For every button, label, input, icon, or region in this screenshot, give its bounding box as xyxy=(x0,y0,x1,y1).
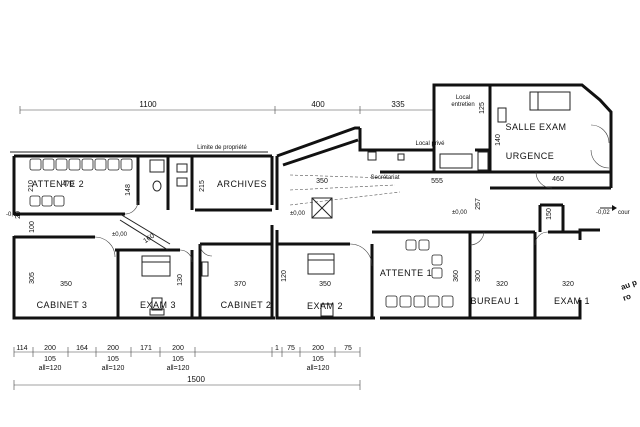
dimension-140: 140 xyxy=(495,134,502,146)
dimension-320-b: 320 xyxy=(562,281,574,288)
room-label-attente-2: ATTENTE 2 xyxy=(32,179,84,189)
dimension-300: 300 xyxy=(475,270,482,282)
dimension-370: 370 xyxy=(234,281,246,288)
dimension-350-mid: 350 xyxy=(316,178,328,185)
dimension-360: 360 xyxy=(453,270,460,282)
dimension-100: 100 xyxy=(29,221,36,233)
room-label-urgence: URGENCE xyxy=(506,151,555,161)
dimension-215: 215 xyxy=(199,180,206,192)
bottom-dim-171: 171 xyxy=(140,345,152,352)
room-label-exam-3: EXAM 3 xyxy=(140,300,176,310)
bottom-dim-164: 164 xyxy=(76,345,88,352)
dimension-350-left: 350 xyxy=(60,281,72,288)
room-label-secretariat: Secrétariat xyxy=(370,175,399,181)
room-label-exam-1: EXAM 1 xyxy=(554,296,590,306)
dimension-130: 130 xyxy=(177,274,184,286)
dimension-120: 120 xyxy=(281,270,288,282)
bottom-sub-105-d: 105 xyxy=(312,356,324,363)
left-building-details: 470 350 370 210 100 305 215 148 160 130 … xyxy=(15,158,246,316)
room-label-entretien: entretien xyxy=(451,102,474,108)
level-mid: ±0,00 xyxy=(452,210,468,216)
bottom-dim-200-d: 200 xyxy=(312,345,324,352)
room-label-local-prive: Local privé xyxy=(415,141,445,147)
left-building-walls xyxy=(12,154,275,320)
bottom-all-120-a: all=120 xyxy=(39,365,62,372)
room-label-archives: ARCHIVES xyxy=(217,179,267,189)
bottom-dim-114: 114 xyxy=(16,345,27,352)
bottom-all-120-c: all=120 xyxy=(167,365,190,372)
room-label-attente-1: ATTENTE 1 xyxy=(380,268,432,278)
dimension-350-right: 350 xyxy=(319,281,331,288)
bottom-sub-105-a: 105 xyxy=(44,356,56,363)
bottom-dim-200-a: 200 xyxy=(44,345,56,352)
bottom-sub-105-c: 105 xyxy=(172,356,184,363)
bottom-dim-200-b: 200 xyxy=(107,345,119,352)
bottom-all-120-b: all=120 xyxy=(102,365,125,372)
right-building-labels: SALLE EXAM URGENCE Local privé Local ent… xyxy=(290,95,638,311)
bottom-dim-75-a: 75 xyxy=(287,345,295,352)
bottom-dimension-chain: 114 200 164 200 171 200 1 75 200 75 105 … xyxy=(13,345,361,390)
level-ramp: ±0,00 xyxy=(290,211,306,217)
dimension-305: 305 xyxy=(29,272,36,284)
bottom-dim-200-c: 200 xyxy=(172,345,184,352)
property-limit-label: Limite de propriété xyxy=(197,145,247,151)
room-label-cabinet-2: CABINET 2 xyxy=(221,300,272,310)
side-note-cour: cour xyxy=(618,210,630,216)
dimension-257: 257 xyxy=(475,198,482,210)
room-label-exam-2: EXAM 2 xyxy=(307,301,343,311)
bottom-dim-75-b: 75 xyxy=(344,345,352,352)
bottom-dim-1: 1 xyxy=(275,345,279,352)
top-dimension-lines: 1100 400 335 xyxy=(19,100,434,114)
dimension-125: 125 xyxy=(479,102,486,114)
dimension-555: 555 xyxy=(431,178,443,185)
room-label-bureau-1: BUREAU 1 xyxy=(470,296,519,306)
dimension-148: 148 xyxy=(125,184,132,196)
right-building-details: 350 555 460 350 320 320 360 300 257 150 … xyxy=(281,91,617,317)
bottom-sub-105-b: 105 xyxy=(107,356,119,363)
room-label-cabinet-3: CABINET 3 xyxy=(37,300,88,310)
property-limit: Limite de propriété xyxy=(10,145,268,153)
edge-text-2: ro xyxy=(622,292,633,303)
level-left-b: ±0,00 xyxy=(112,232,128,238)
dimension-210: 210 xyxy=(28,180,35,192)
dimension-460: 460 xyxy=(552,176,564,183)
bottom-all-120-d: all=120 xyxy=(307,365,330,372)
dimension-470: 470 xyxy=(62,181,74,188)
bottom-dim-1500: 1500 xyxy=(187,375,205,384)
dimension-top-335: 335 xyxy=(391,100,405,109)
edge-text-1: au p xyxy=(620,278,639,292)
room-label-salle-exam: SALLE EXAM xyxy=(505,122,566,132)
dimension-20: 20 xyxy=(15,211,22,219)
level-right-b: -0,02 xyxy=(596,210,610,216)
level-left-a: -0,02 xyxy=(6,212,20,218)
left-building-labels: ATTENTE 2 ARCHIVES CABINET 3 EXAM 3 CABI… xyxy=(6,179,271,310)
dimension-150: 150 xyxy=(546,208,553,220)
dimension-320-a: 320 xyxy=(496,281,508,288)
room-label-local: Local xyxy=(456,95,470,101)
dimension-top-1100: 1100 xyxy=(139,100,157,109)
dimension-top-400: 400 xyxy=(311,100,325,109)
